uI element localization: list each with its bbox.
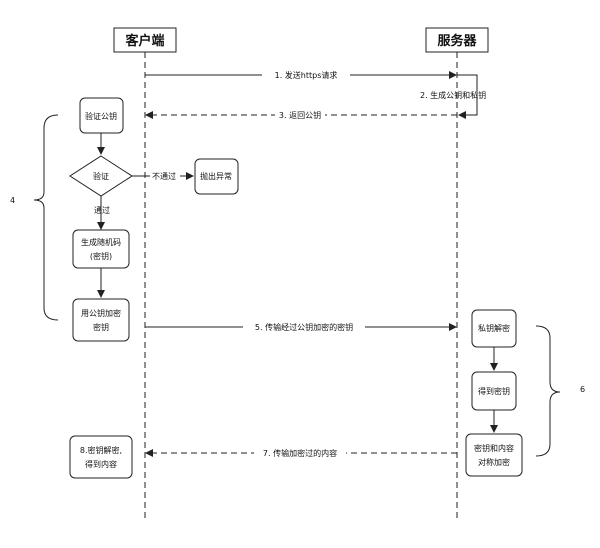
get-key-step: 得到密钥 [471,371,517,411]
message-3: 3. 返回公钥 [145,109,457,121]
message-5: 5. 传输经过公钥加密的密钥 [145,321,457,333]
gen-random-label-2: (密钥) [90,251,112,261]
client-decrypt-label-2: 得到内容 [85,459,117,469]
right-bracket: 6 [535,325,585,457]
throw-error-step: 抛出异常 [194,158,239,195]
private-decrypt-step: 私钥解密 [471,309,517,348]
message-2-label: 2. 生成公钥和私钥 [420,90,486,100]
message-3-label: 3. 返回公钥 [279,110,321,120]
client-decrypt-step: 8.密钥解密, 得到内容 [69,435,133,479]
encrypt-key-label-1: 用公钥加密 [81,308,121,318]
verify-decision: 验证 [69,155,133,197]
client-actor-label: 客户端 [125,33,164,49]
verify-decision-label: 验证 [93,171,109,181]
left-bracket-label: 4 [10,196,15,205]
verify-pubkey-label: 验证公钥 [85,111,117,121]
left-bracket: 4 [10,114,59,321]
private-decrypt-label: 私钥解密 [478,323,510,333]
message-2: 2. 生成公钥和私钥 [420,74,486,119]
message-7: 7. 传输加密过的内容 [145,447,457,459]
verify-pubkey-step: 验证公钥 [79,97,124,134]
fail-branch: 不通过 [132,170,194,181]
get-key-label: 得到密钥 [478,386,510,396]
server-actor: 服务器 [425,27,489,53]
throw-error-label: 抛出异常 [200,171,232,181]
sym-encrypt-label-2: 对称加密 [478,457,510,467]
client-decrypt-label-1: 8.密钥解密, [80,445,122,455]
message-7-label: 7. 传输加密过的内容 [263,448,337,458]
sym-encrypt-label-1: 密钥和内容 [474,443,514,453]
client-actor: 客户端 [113,27,177,53]
right-bracket-label: 6 [580,385,585,394]
server-actor-label: 服务器 [437,33,477,49]
message-5-label: 5. 传输经过公钥加密的密钥 [255,322,353,332]
sym-encrypt-step: 密钥和内容 对称加密 [465,433,523,477]
pass-label: 通过 [94,205,110,215]
gen-random-label-1: 生成随机码 [81,237,121,247]
gen-random-step: 生成随机码 (密钥) [72,229,130,269]
message-1: 1. 发送https请求 [145,69,457,81]
fail-branch-label: 不通过 [152,171,176,181]
message-1-label: 1. 发送https请求 [275,70,338,80]
encrypt-key-label-2: 密钥 [93,322,109,332]
encrypt-key-step: 用公钥加密 密钥 [72,298,130,342]
